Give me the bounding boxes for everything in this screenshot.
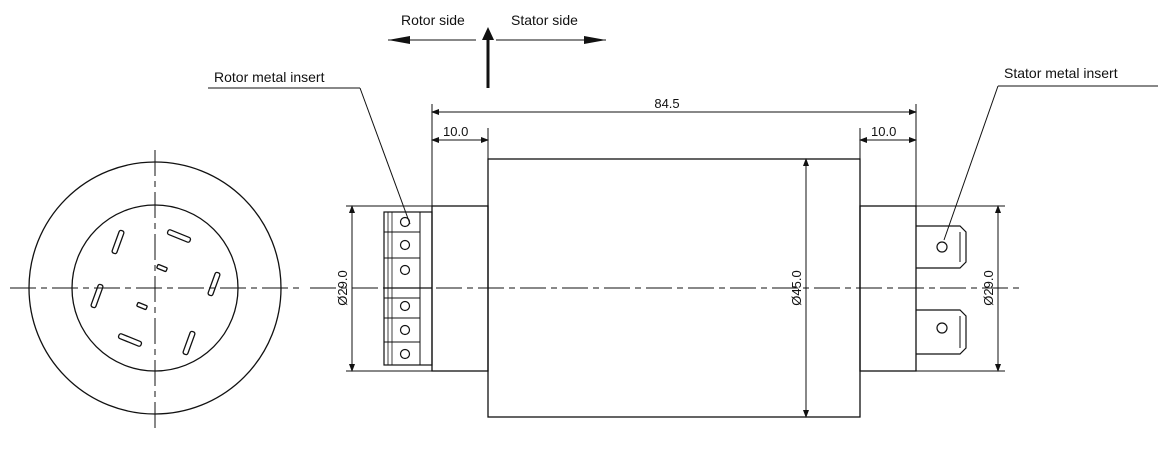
rotor-insert-label: Rotor metal insert — [214, 69, 325, 85]
pin-slot — [166, 229, 192, 243]
terminal-hole — [399, 300, 411, 312]
rotor-insert-callout: Rotor metal insert — [208, 69, 411, 225]
terminal-hole — [399, 264, 411, 276]
direction-indicator: Rotor side Stator side — [388, 12, 606, 88]
overall-length-value: 84.5 — [654, 96, 679, 111]
pin-slot — [111, 229, 125, 255]
up-arrow-head — [482, 27, 494, 40]
terminal-hole — [399, 324, 411, 336]
stator-terminal-lower — [916, 309, 967, 355]
pin-slot — [182, 330, 196, 356]
right-offset-dimension: 10.0 — [859, 124, 917, 159]
right-offset-value: 10.0 — [871, 124, 896, 139]
body-diameter-value: Ø45.0 — [789, 270, 804, 305]
pin-slot-small — [156, 263, 168, 273]
pin-slot — [117, 333, 143, 347]
pin-slot — [207, 271, 221, 297]
body-diameter-dimension: Ø45.0 — [789, 158, 809, 418]
pin-slots — [90, 229, 221, 356]
right-diameter-dimension: Ø29.0 — [916, 205, 1005, 372]
side-view: 84.5 10.0 10.0 Ø45.0 Ø29.0 — [208, 65, 1158, 418]
stator-insert-label: Stator metal insert — [1004, 65, 1118, 81]
stator-terminals — [916, 225, 967, 355]
left-offset-value: 10.0 — [443, 124, 468, 139]
stator-insert-callout: Stator metal insert — [943, 65, 1158, 241]
pin-slot — [90, 283, 104, 309]
terminal-hole — [399, 239, 411, 251]
left-offset-dimension: 10.0 — [431, 124, 489, 159]
stator-side-label: Stator side — [511, 12, 578, 28]
terminal-hole — [399, 348, 411, 360]
overall-length-dimension: 84.5 — [431, 96, 917, 206]
rotor-side-label: Rotor side — [401, 12, 465, 28]
left-diameter-value: Ø29.0 — [335, 270, 350, 305]
terminal-hole — [936, 241, 948, 253]
terminal-hole — [936, 322, 948, 334]
stator-direction-arrowhead — [584, 36, 606, 44]
right-diameter-value: Ø29.0 — [981, 270, 996, 305]
end-view — [10, 150, 300, 428]
left-diameter-dimension: Ø29.0 — [335, 205, 432, 372]
pin-slot-small — [136, 301, 148, 311]
rotor-connector — [383, 211, 433, 366]
stator-terminal-upper — [916, 225, 967, 269]
rotor-direction-arrowhead — [388, 36, 410, 44]
